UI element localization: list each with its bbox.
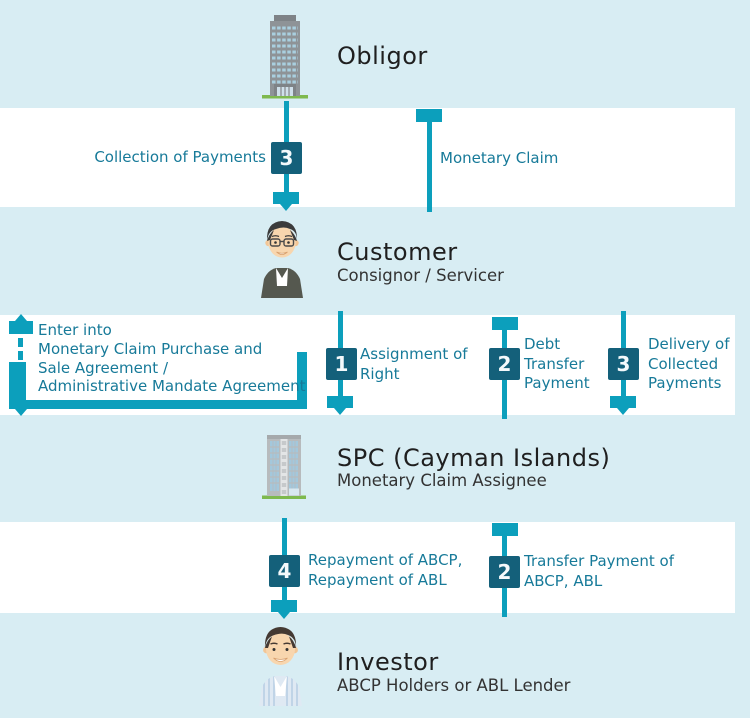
flow-label-transfer-payment-of-abcp-abl: Transfer Payment of ABCP, ABL <box>524 552 674 591</box>
label-line: Payment <box>524 374 590 392</box>
step-badge-2-transfer-payment: 2 <box>489 556 520 588</box>
step-badge-2-debt-transfer: 2 <box>489 348 520 380</box>
label-line: Sale Agreement / <box>38 358 169 377</box>
flow-label-monetary-claim: Monetary Claim <box>440 149 559 167</box>
office-building-icon <box>262 15 308 99</box>
flow-label-assignment-of-right: Assignment of Right <box>360 345 468 384</box>
step-badge-4-repayment: 4 <box>269 555 300 587</box>
arrowhead-cap-assignment <box>327 396 353 408</box>
dashed-arrow-cap <box>9 321 33 334</box>
step-badge-3-collection: 3 <box>271 142 302 174</box>
entity-subtitle-investor: ABCP Holders or ABL Lender <box>337 676 571 695</box>
flow-label-debt-transfer-payment: Debt Transfer Payment <box>524 335 590 394</box>
label-line: ABCP, ABL <box>524 571 603 590</box>
arrowhead-tip-collection <box>280 204 292 211</box>
entity-subtitle-spc: Monetary Claim Assignee <box>337 471 547 490</box>
label-line: Debt <box>524 335 561 353</box>
entity-title-spc: SPC (Cayman Islands) <box>337 444 611 472</box>
entity-subtitle-customer: Consignor / Servicer <box>337 266 504 285</box>
label-line: Collected <box>648 354 719 373</box>
dashed-arrow-tip-down <box>15 409 27 416</box>
label-line: Delivery of <box>648 335 730 353</box>
label-line: Payments <box>648 374 722 392</box>
label-line: Repayment of ABL <box>308 570 447 589</box>
step-badge-3-delivery: 3 <box>608 348 639 380</box>
dash-segment <box>18 351 23 360</box>
bracket-left-wall <box>9 362 26 402</box>
dashed-arrow-tip-up <box>15 314 27 321</box>
arrowhead-tip-delivery <box>617 408 629 415</box>
label-line: Administrative Mandate Agreement <box>38 377 306 396</box>
flow-line-monetary-claim <box>427 122 432 212</box>
label-line: Enter into <box>38 321 112 339</box>
businessman-avatar-icon <box>261 221 303 298</box>
label-line: Transfer <box>524 354 585 373</box>
arrowhead-cap-transfer-payment <box>492 523 518 536</box>
investor-avatar-icon <box>259 627 302 706</box>
label-line: Monetary Claim Purchase and <box>38 339 263 358</box>
arrow-band-obligor-customer <box>0 108 735 207</box>
flow-label-collection-of-payments: Collection of Payments <box>94 148 266 166</box>
step-badge-1-assignment: 1 <box>326 348 357 380</box>
arrowhead-tip-assignment <box>334 408 346 415</box>
dash-segment <box>18 338 23 347</box>
entity-title-investor: Investor <box>337 648 439 676</box>
bracket-right-wall <box>297 352 307 409</box>
label-line: Right <box>360 364 400 383</box>
arrowhead-tip-repayment <box>278 612 290 619</box>
arrowhead-cap-repayment <box>271 600 297 612</box>
label-line: Repayment of ABCP, <box>308 551 463 569</box>
bracket-bottom-bar <box>9 400 307 409</box>
flow-label-repayment-of-abcp-abl: Repayment of ABCP, Repayment of ABL <box>308 551 462 590</box>
office-tower-icon <box>262 435 306 499</box>
entity-title-obligor: Obligor <box>337 42 428 70</box>
label-line: Assignment of <box>360 345 468 363</box>
arrow-band-spc-investor <box>0 522 735 613</box>
arrowhead-cap-collection <box>273 192 299 204</box>
flow-label-enter-into-agreement: Enter into Monetary Claim Purchase and S… <box>38 321 306 396</box>
flow-label-delivery-of-collected-payments: Delivery of Collected Payments <box>648 335 730 394</box>
entity-title-customer: Customer <box>337 238 458 266</box>
arrowhead-cap-monetary-claim <box>416 109 442 122</box>
bottom-strip <box>0 718 750 726</box>
label-line: Transfer Payment of <box>524 552 674 570</box>
arrowhead-cap-debt-transfer <box>492 317 518 330</box>
arrowhead-cap-delivery <box>610 396 636 408</box>
